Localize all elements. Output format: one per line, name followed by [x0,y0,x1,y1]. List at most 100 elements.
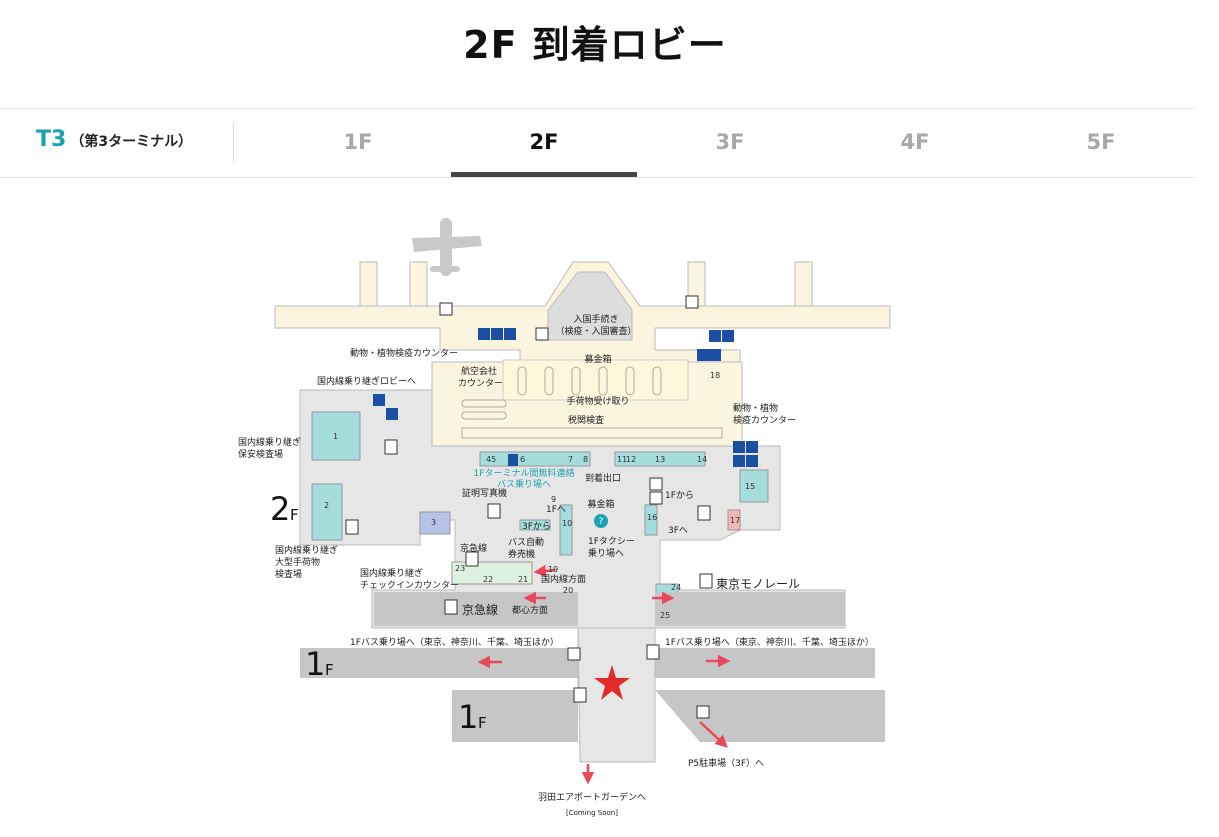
floor-label-1f-b-suffix: F [478,714,487,732]
question-circle-icon: ? [594,514,608,528]
counter-2 [311,483,343,541]
counter-number: 14 [697,455,707,464]
counter-17 [727,509,741,531]
train-icon [465,551,479,567]
terminal-label: T3（第3ターミナル） [36,127,192,152]
baggage-claim-label: 手荷物受け取り [566,395,629,407]
page-title: 2F 到着ロビー [463,23,727,67]
road-lanes [300,592,885,742]
transfer-checkin-label-2: チェックインカウンター [360,580,459,591]
map-text-labels: 入国手続き （検疫・入国審査） 動物・植物検疫カウンター 航空会社 カウンター … [238,313,874,817]
counter-number: 19 [548,565,558,574]
current-location-star-icon [594,665,630,700]
direction-arrows [477,564,731,785]
terminal-name: （第3ターミナル） [70,134,193,150]
large-baggage-label-2: 大型手荷物 [275,556,320,568]
donation-box-top-label: 募金箱 [584,353,611,365]
counter-number: 22 [483,575,493,584]
counter-number-labels: 1 2 3 45 6 7 8 9 10 11 12 13 14 15 16 17… [324,371,755,620]
floor-label-1f-a: 1 [305,645,325,683]
counter-number: 20 [563,586,573,595]
arrival-exit-label: 到着出口 [585,472,621,484]
tab-4f[interactable]: 4F [900,130,930,154]
restricted-area [274,261,891,447]
icon-row [373,328,758,467]
counter-number: 7 [568,455,573,464]
floor-label-1f-a-suffix: F [325,661,334,679]
counter-number: 17 [730,516,740,525]
counter-number: 18 [710,371,720,380]
bus-ticket-label-1: バス自動 [508,536,544,548]
quarantine-right-label-1: 動物・植物 [733,402,778,414]
airplane-icon [412,218,482,276]
counter-number: 1 [333,432,338,441]
info-icons [345,295,713,719]
parking-label: P5駐車場（3F）へ [688,757,764,769]
monorail-label: 東京モノレール [716,577,800,591]
counter-number: 25 [660,611,670,620]
from-1f-label: 1Fから [665,490,694,501]
domestic-security-label-2: 保安検査場 [238,448,283,460]
counters-45-8 [479,451,591,467]
large-baggage-label-3: 検査場 [275,568,302,580]
counters-19-23 [451,561,533,585]
keikyu-small-label: 京急線 [460,542,487,554]
from-3f-label: 3Fから [522,521,551,532]
counter-number: 45 [486,455,496,464]
customs-label: 税関検査 [568,414,604,426]
bus-left-label: 1Fバス乗り場へ（東京、神奈川、千葉、埼玉ほか） [350,636,559,648]
domestic-security-label-1: 国内線乗り継ぎ [238,436,301,448]
terminal-code: T3 [36,127,67,152]
tab-2f[interactable]: 2F [451,109,637,177]
counter-number: 23 [455,564,465,573]
counter-number: 9 [551,495,556,504]
counter-15 [739,469,769,503]
bus-right-label: 1Fバス乗り場へ（東京、神奈川、千葉、埼玉ほか） [665,636,874,648]
counter-3 [419,511,451,535]
counter-number: 12 [626,455,636,464]
immigration-sub-label: （検疫・入国審査） [555,325,636,337]
taxi-label-1: 1Fタクシー [588,536,635,547]
free-bus-label-1: 1Fターミナル間無料連絡 [474,467,575,479]
counter-number: 3 [431,518,436,527]
floor-label-2f: 2 [270,490,290,528]
garden-label: 羽田エアポートガーデンへ [538,791,646,803]
tab-1f[interactable]: 1F [343,130,373,154]
counter-number: 6 [520,455,525,464]
counter-number: 10 [562,519,572,528]
counter-number: 16 [647,513,657,522]
quarantine-left-label: 動物・植物検疫カウンター [350,347,458,359]
tab-5f[interactable]: 5F [1086,130,1116,154]
tab-divider [233,123,234,163]
id-photo-label: 証明写真機 [462,487,507,499]
free-bus-label-2: バス乗り場へ [497,478,551,490]
tab-3f[interactable]: 3F [715,130,745,154]
floor-label-2f-suffix: F [290,506,299,524]
counter-1 [311,411,361,461]
to-domestic-label: 国内線方面 [541,573,586,585]
transfer-checkin-label-1: 国内線乗り継ぎ [360,567,423,579]
large-baggage-label-1: 国内線乗り継ぎ [275,544,338,556]
counter-10 [559,504,573,556]
counter-16 [644,504,658,536]
bus-ticket-label-2: 券売機 [508,548,535,560]
counter-number: 8 [583,455,588,464]
counter-number: 13 [655,455,665,464]
counter-number: 15 [745,482,755,491]
keikyu-big-label: 京急線 [462,602,498,617]
floor-tab-bar: T3（第3ターミナル） 1F 2F 3F 4F 5F [0,108,1195,178]
svg-text:?: ? [599,517,604,527]
counter-9 [519,519,551,531]
taxi-label-2: 乗り場へ [588,547,624,559]
counter-number: 2 [324,501,329,510]
airline-counter-label-2: カウンター [458,378,503,389]
walkway-south [577,627,656,763]
garden-note-label: [Coming Soon] [566,809,618,817]
counter-number: 21 [518,575,528,584]
quarantine-right-label-2: 検疫カウンター [733,414,796,426]
domestic-transfer-lobby-label: 国内線乗り継ぎロビーへ [317,375,416,387]
immigration-label: 入国手続き [573,313,618,325]
counter-number: 11 [617,455,627,464]
airline-counter-label-1: 航空会社 [461,365,497,377]
